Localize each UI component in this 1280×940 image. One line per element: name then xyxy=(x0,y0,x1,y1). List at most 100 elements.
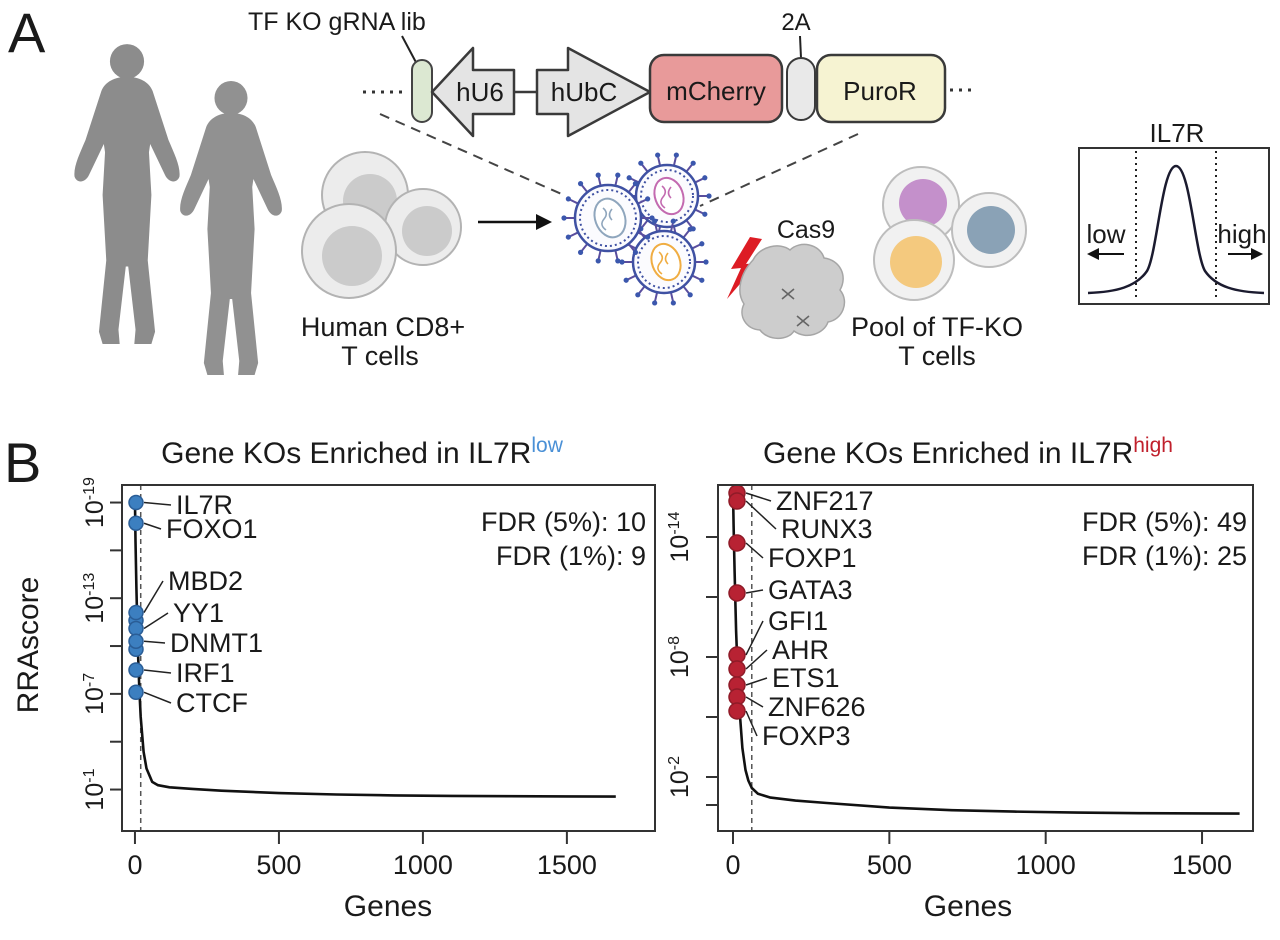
chart-title: Gene KOs Enriched in IL7Rhigh xyxy=(763,434,1173,470)
cas9-group: Cas9 xyxy=(727,216,846,340)
gene-label-leader xyxy=(143,612,169,630)
virus-spike-tip xyxy=(690,160,696,166)
il7r-gate-box xyxy=(1078,147,1270,305)
gene-label: MBD2 xyxy=(168,566,243,596)
gene-label: ZNF217 xyxy=(776,486,874,516)
gene-label: RUNX3 xyxy=(781,514,873,544)
gene-dot xyxy=(128,684,144,701)
gate-high-label: high xyxy=(1217,219,1266,249)
gene-label-leader xyxy=(745,649,768,670)
cas9-label: Cas9 xyxy=(777,216,835,244)
gene-dot xyxy=(128,662,144,678)
mcherry-label: mCherry xyxy=(666,76,766,106)
human-silhouette xyxy=(74,44,180,344)
gate-low-label: low xyxy=(1086,219,1125,249)
il7r-gate: IL7R low high xyxy=(1078,118,1270,305)
human-silhouette xyxy=(180,81,282,375)
gene-dot xyxy=(128,494,144,511)
pool-label-line2: T cells xyxy=(898,341,976,371)
t-cell-nucleus xyxy=(322,226,382,286)
linker-2a-label: 2A xyxy=(781,9,810,36)
chart-il7r-high: ZNF217RUNX3FOXP1GATA3GFI1AHRETS1ZNF626FO… xyxy=(666,434,1254,880)
virus-spike-tip xyxy=(673,152,679,158)
virus-spike-tip xyxy=(623,277,629,283)
grna-library-label: TF KO gRNA lib xyxy=(248,8,426,36)
fdr-annotation: FDR (5%): 49 xyxy=(1082,507,1247,537)
gene-label-leader xyxy=(745,589,764,594)
gene-label: ETS1 xyxy=(772,663,840,693)
virus-spike-tip xyxy=(702,211,708,217)
gene-label-leader xyxy=(143,691,172,704)
virus-spike-tip xyxy=(577,180,584,187)
x-tick-label: 1500 xyxy=(537,850,597,880)
scissors-icon xyxy=(781,288,810,327)
virus-spike-tip xyxy=(615,172,621,178)
x-tick-label: 500 xyxy=(867,850,912,880)
gene-dot xyxy=(728,584,746,602)
transduction-arrow xyxy=(478,214,552,230)
chart-il7r-low: IL7RFOXO1MBD2YY1DNMT1IRF1CTCF10-1910-131… xyxy=(81,434,656,880)
virus-spike-tip xyxy=(699,241,705,247)
virus-spike-tip xyxy=(649,215,655,221)
lightning-icon xyxy=(727,237,762,299)
panel-b-letter: B xyxy=(4,431,41,494)
gene-dot xyxy=(128,604,144,621)
virus-spike-tip xyxy=(595,172,601,178)
virus-spike-tip xyxy=(706,193,712,199)
gene-dot xyxy=(128,620,144,637)
virus-spike-tip xyxy=(615,258,621,264)
gene-dot xyxy=(728,702,746,720)
virus-spike-tip xyxy=(561,215,567,221)
gene-label-leader xyxy=(745,696,764,708)
gate-low-arrowhead xyxy=(1087,248,1099,260)
x-tick-label: 1000 xyxy=(393,850,453,880)
gene-label-leader xyxy=(143,640,166,644)
panel-a: A TF KO gRNA lib hU6 hUbC mCherry xyxy=(8,1,1270,375)
gate-high-arrowhead xyxy=(1251,248,1263,260)
virus-spike-tip xyxy=(638,160,644,166)
gene-label: IRF1 xyxy=(176,658,235,688)
human-silhouettes xyxy=(74,44,282,375)
gene-label: AHR xyxy=(772,635,829,665)
virus-spike-tip xyxy=(670,300,676,306)
virus-genome-squiggle xyxy=(660,185,672,209)
plot-frame xyxy=(121,484,656,832)
gene-label: ZNF626 xyxy=(768,692,866,722)
y-tick-label: 10-7 xyxy=(81,673,109,715)
virus-spike-tip xyxy=(702,175,708,181)
y-tick-label: 10-13 xyxy=(81,573,109,624)
gene-label: CTCF xyxy=(176,688,248,718)
pool-t-cell-nucleus-orange xyxy=(890,236,942,288)
t-cell-nucleus xyxy=(402,206,452,256)
gene-label: FOXP1 xyxy=(768,543,857,573)
virus-spike-tip xyxy=(635,292,641,298)
gene-label-leader xyxy=(143,580,164,613)
virus-genome-squiggle xyxy=(657,251,669,275)
virus-spike-tip xyxy=(645,196,651,202)
gene-label: GATA3 xyxy=(768,575,853,605)
virus-membrane-ring xyxy=(637,235,691,289)
virus-spike-tip xyxy=(565,196,571,202)
lentivirus-particle xyxy=(561,172,655,264)
lentivirus-cluster xyxy=(561,152,712,306)
x-axis-label-left: Genes xyxy=(344,890,432,923)
hu6-label: hU6 xyxy=(456,77,504,107)
gene-label-leader xyxy=(745,492,772,502)
virus-spike-tip xyxy=(652,300,658,306)
gate-title: IL7R xyxy=(1150,118,1205,148)
gene-dot xyxy=(728,534,746,552)
gene-label-leader xyxy=(745,542,764,559)
hubc-label: hUbC xyxy=(551,77,617,107)
virus-spike-tip xyxy=(632,249,639,256)
grna-library-capsule xyxy=(411,59,433,123)
virus-spike-tip xyxy=(687,292,693,298)
virus-spike-tip xyxy=(670,218,676,224)
gene-label-leader xyxy=(745,710,758,737)
fdr-annotation: FDR (1%): 9 xyxy=(496,541,646,571)
linker-2a-capsule xyxy=(786,57,816,121)
virus-spike-tip xyxy=(632,180,639,187)
virus-spike-tip xyxy=(577,249,584,256)
x-tick-label: 0 xyxy=(127,850,142,880)
human-cells-label-line1: Human CD8+ xyxy=(301,312,465,342)
